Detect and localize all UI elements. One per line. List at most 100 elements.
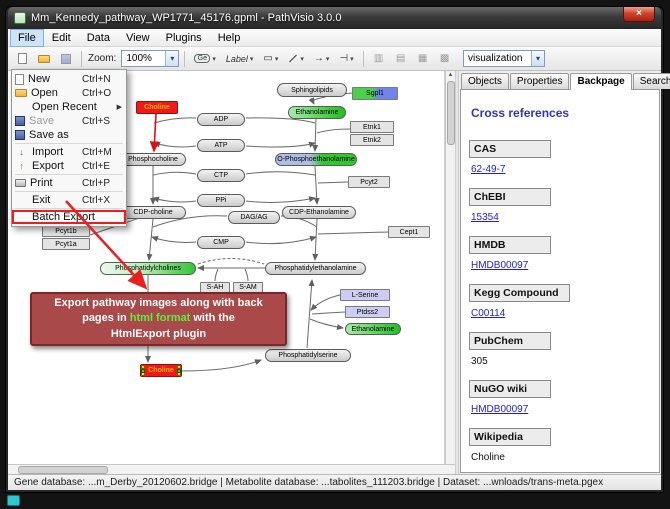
align-horizontal-icon: ▥	[373, 53, 384, 64]
pathway-node-cept1[interactable]: Cept1	[388, 226, 430, 238]
backpage-link[interactable]: HMDB00097	[471, 260, 529, 271]
file-menu-item-label: Save as	[29, 129, 69, 141]
save-icon	[15, 116, 25, 126]
canvas-area: Export pathway images along with back pa…	[8, 71, 455, 474]
pathway-node-etnk2[interactable]: Etnk2	[350, 134, 394, 146]
pathway-node-cdp-ethanolamine[interactable]: CDP-Ethanolamine	[282, 206, 356, 219]
chevron-down-icon: ▾	[212, 55, 216, 63]
pathway-node-o-phosphoethanolamine[interactable]: O-Phosphoethanolamine	[275, 153, 357, 166]
save-icon	[15, 130, 25, 140]
save-button[interactable]	[56, 50, 76, 68]
tab-properties[interactable]: Properties	[509, 73, 570, 89]
pathway-node-cmp[interactable]: CMP	[197, 236, 245, 249]
annotation-line-1: Export pathway images along with back	[54, 296, 263, 309]
canvas-horizontal-scrollbar[interactable]	[8, 464, 455, 474]
open-button[interactable]	[34, 50, 54, 68]
pathway-node-cdp-choline[interactable]: CDP-choline	[120, 206, 186, 219]
add-datanode-button[interactable]: Ge▾	[190, 50, 220, 68]
pathway-node-sphingolipids[interactable]: Sphingolipids	[277, 83, 347, 97]
menu-edit[interactable]: Edit	[51, 31, 71, 44]
toolbar-separator	[362, 50, 364, 67]
pathway-node-phosphatidylcholines[interactable]: Phosphatidylcholines	[100, 262, 196, 275]
scroll-up-icon[interactable]: ▲	[447, 72, 454, 78]
menu-view[interactable]: View	[125, 31, 150, 44]
menu-data[interactable]: Data	[86, 31, 110, 44]
shortcut-label: Ctrl+X	[82, 194, 111, 206]
menu-plugins[interactable]: Plugins	[165, 31, 202, 44]
pathway-node-atp[interactable]: ATP	[197, 139, 245, 152]
pathway-node-ethanolamine-right[interactable]: Ethanolamine	[345, 323, 401, 335]
taskbar-icon[interactable]	[7, 495, 20, 506]
file-menu-item-label: Open	[31, 87, 58, 99]
close-button[interactable]: ×	[623, 7, 655, 22]
canvas-vertical-scrollbar[interactable]: ▲	[445, 71, 455, 464]
align-horizontal-button[interactable]: ▥	[369, 50, 389, 68]
selection-handle[interactable]	[177, 365, 181, 369]
backpage-link[interactable]: 62-49-7	[471, 164, 506, 175]
vertical-scroll-thumb[interactable]	[446, 81, 455, 145]
pathway-node-adp[interactable]: ADP	[197, 113, 245, 126]
pathway-node-etnk1[interactable]: Etnk1	[350, 121, 394, 133]
backpage-link[interactable]: HMDB00097	[471, 404, 529, 415]
file-menu-item-label: New	[28, 73, 51, 85]
tab-search[interactable]: Search	[632, 73, 670, 89]
chevron-down-icon: ▾	[325, 55, 330, 63]
panel-splitter[interactable]	[455, 71, 459, 474]
pathway-node-l-serine[interactable]: L-Serine	[340, 289, 390, 301]
main-content: Export pathway images along with back pa…	[8, 71, 670, 474]
tab-backpage[interactable]: Backpage	[570, 73, 632, 90]
pathway-node-phosphatidylserine[interactable]: Phosphatidylserine	[265, 349, 351, 362]
pathway-node-pcyt2[interactable]: Pcyt2	[348, 176, 390, 188]
distribute-vertical-button[interactable]: ▩	[435, 50, 455, 68]
close-icon: ×	[636, 8, 642, 19]
align-vertical-button[interactable]: ▤	[391, 50, 411, 68]
save-icon	[61, 53, 71, 64]
distribute-horizontal-button[interactable]: ▦	[413, 50, 433, 68]
add-line-button[interactable]: ▾	[284, 50, 308, 68]
add-shape-button[interactable]: ▭▾	[259, 50, 282, 68]
file-menu-item-label: Exit	[32, 194, 51, 206]
pathway-node-ethanolamine-top[interactable]: Ethanolamine	[288, 106, 346, 119]
annotation-line-2: pages in html format with the	[82, 312, 235, 325]
add-arrow-button[interactable]: →▾	[310, 50, 334, 68]
horizontal-scroll-thumb[interactable]	[18, 465, 108, 474]
new-button[interactable]	[12, 50, 32, 68]
tab-objects[interactable]: Objects	[461, 73, 509, 89]
pathway-node-dag-ag[interactable]: DAG/AG	[228, 211, 280, 224]
file-menu-item-open-recent[interactable]: Open Recent▶	[12, 100, 126, 114]
zoom-chevron-down-icon[interactable]: ▾	[165, 51, 179, 66]
pathway-node-phosphocholine[interactable]: Phosphocholine	[120, 153, 186, 166]
menu-file[interactable]: File	[10, 28, 44, 47]
pathway-node-choline-top[interactable]: Choline	[136, 101, 178, 114]
pathway-node-choline-bottom[interactable]: Choline	[140, 364, 182, 377]
pathway-canvas[interactable]: Export pathway images along with back pa…	[8, 71, 445, 464]
selection-handle[interactable]	[141, 365, 145, 369]
menu-help[interactable]: Help	[217, 31, 241, 44]
title-bar[interactable]: Mm_Kennedy_pathway_WP1771_45176.gpml - P…	[8, 7, 661, 29]
visualization-select[interactable]: visualization ▾	[463, 50, 545, 67]
selection-handle[interactable]	[177, 369, 181, 373]
zoom-select[interactable]: 100% ▾	[121, 50, 180, 67]
selection-handle[interactable]	[141, 369, 145, 373]
pathway-node-phosphatidylethanolamine[interactable]: Phosphatidylethanolamine	[265, 262, 366, 275]
pathway-node-sgpl1[interactable]: Sgpl1	[352, 87, 398, 100]
backpage-link[interactable]: C00114	[471, 308, 506, 319]
file-menu-item-batch-export[interactable]: Batch Export	[12, 210, 126, 224]
pathway-node-ctp[interactable]: CTP	[197, 169, 245, 182]
add-tbar-button[interactable]: ⊣▾	[335, 50, 357, 68]
pathway-node-pcyt1a[interactable]: Pcyt1a	[42, 238, 90, 250]
backpage-link[interactable]: 15354	[471, 212, 499, 223]
file-menu-item-exit[interactable]: Exit Ctrl+X	[12, 193, 126, 207]
menu-separator	[15, 208, 123, 209]
pathway-node-ppi[interactable]: PPi	[197, 194, 245, 207]
visualization-chevron-down-icon[interactable]: ▾	[531, 51, 544, 66]
add-label-button[interactable]: Label▾	[222, 50, 258, 68]
pathway-node-ptdss2[interactable]: Ptdss2	[345, 306, 390, 318]
file-menu-item-save-as[interactable]: Save as	[12, 128, 126, 142]
